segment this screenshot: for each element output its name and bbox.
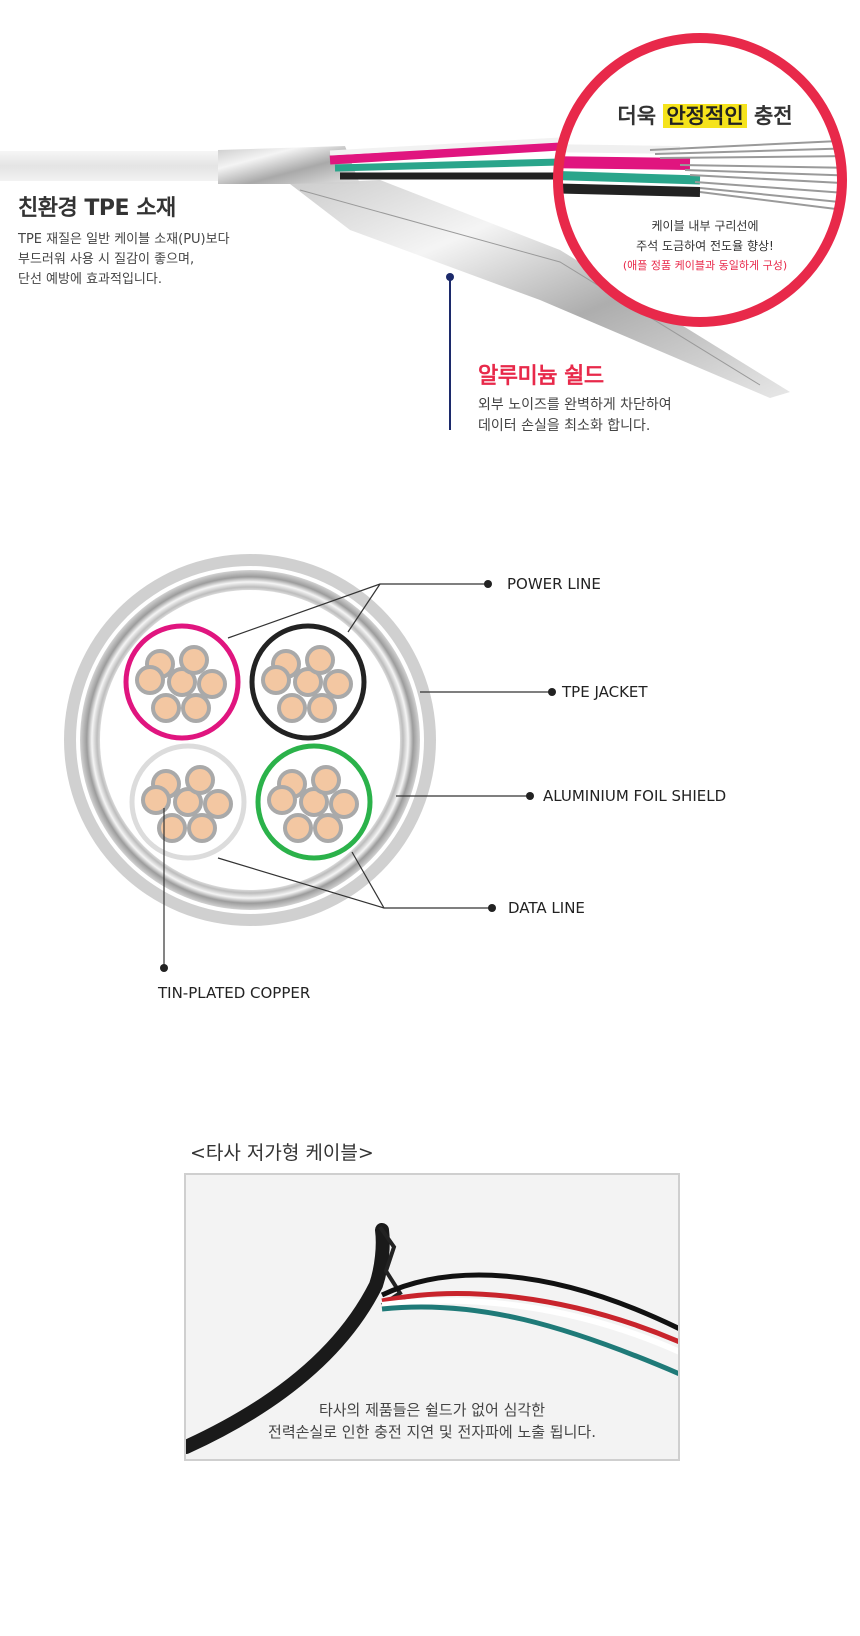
copper-strand [185, 765, 215, 795]
copper-strand [323, 669, 353, 699]
copper-strand [141, 785, 171, 815]
circle-desc-line: 케이블 내부 구리선에 [651, 219, 759, 233]
tpe-desc-line: 부드러워 사용 시 질감이 좋으며, [18, 252, 195, 267]
wire-white [381, 1297, 678, 1355]
circle-heading-highlight: 안정적인 [663, 104, 747, 128]
aluminium-title: 알루미늄 쉴드 [478, 364, 604, 389]
copper-strand [283, 813, 313, 843]
competitor-cable-illustration [186, 1223, 678, 1454]
circle-description: 케이블 내부 구리선에 주석 도금하여 전도율 향상! (애플 정품 케이블과 … [565, 216, 845, 276]
power-wire-black-bundle [249, 623, 367, 741]
foil-ribbon [290, 180, 790, 398]
tpe-desc-line: TPE 재질은 일반 케이블 소재(PU)보다 [18, 232, 230, 247]
copper-strand [197, 669, 227, 699]
copper-strand [187, 813, 217, 843]
wire-teal [381, 1304, 678, 1377]
data-wire-green-bundle [255, 743, 373, 861]
copper-strand [329, 789, 359, 819]
circle-heading-post: 충전 [753, 104, 793, 128]
label-tpe-jacket: TPE JACKET [562, 683, 648, 701]
label-power-line: POWER LINE [507, 575, 601, 593]
copper-strand [151, 693, 181, 723]
power-wire-magenta-bundle [123, 623, 241, 741]
magnify-circle-border [553, 33, 847, 327]
tpe-desc-line: 단선 예방에 효과적입니다. [18, 272, 162, 287]
copper-strand [181, 693, 211, 723]
label-data-line: DATA LINE [508, 899, 585, 917]
copper-strand [311, 765, 341, 795]
comparison-caption: 타사의 제품들은 쉴드가 없어 심각한 전력손실로 인한 충전 지연 및 전자파… [186, 1399, 678, 1443]
cross-section-diagram [64, 554, 556, 972]
copper-strand [261, 665, 291, 695]
copper-strand [307, 693, 337, 723]
wire-black [380, 1272, 678, 1331]
aluminium-desc-line: 외부 노이즈를 완벽하게 차단하여 [478, 397, 672, 413]
cable-illustration [0, 33, 847, 430]
competitor-cable-photo: 타사의 제품들은 쉴드가 없어 심각한 전력손실로 인한 충전 지연 및 전자파… [184, 1173, 680, 1461]
circle-heading-pre: 더욱 [617, 104, 657, 128]
circle-heading: 더욱 안정적인 충전 [565, 100, 845, 130]
aluminium-desc-line: 데이터 손실을 최소화 합니다. [478, 418, 651, 434]
tpe-title: 친환경 TPE 소재 [18, 196, 176, 221]
data-wire-white-bundle [129, 743, 247, 861]
copper-strand [135, 665, 165, 695]
wire-red [381, 1291, 678, 1345]
comparison-title: <타사 저가형 케이블> [190, 1142, 374, 1164]
circle-desc-line: 주석 도금하여 전도율 향상! [636, 239, 774, 253]
copper-strand [277, 693, 307, 723]
copper-strand [305, 645, 335, 675]
label-tin-plated-copper: TIN-PLATED COPPER [158, 984, 311, 1002]
copper-strand [179, 645, 209, 675]
tpe-description: TPE 재질은 일반 케이블 소재(PU)보다 부드러워 사용 시 질감이 좋으… [18, 230, 230, 290]
aluminium-leader-dot [446, 273, 454, 281]
copper-strand [203, 789, 233, 819]
aluminium-description: 외부 노이즈를 완벽하게 차단하여 데이터 손실을 최소화 합니다. [478, 395, 672, 437]
copper-strand [267, 785, 297, 815]
copper-strand [313, 813, 343, 843]
caption-line: 타사의 제품들은 쉴드가 없어 심각한 [318, 1401, 546, 1419]
tpe-jacket-segment [0, 151, 222, 181]
label-aluminium-foil-shield: ALUMINIUM FOIL SHIELD [543, 787, 727, 805]
circle-note: (애플 정품 케이블과 동일하게 구성) [622, 259, 788, 272]
foil-wrap [218, 146, 360, 184]
tpe-feature-section: 친환경 TPE 소재 TPE 재질은 일반 케이블 소재(PU)보다 부드러워 … [0, 0, 860, 440]
copper-strand [157, 813, 187, 843]
caption-line: 전력손실로 인한 충전 지연 및 전자파에 노출 됩니다. [268, 1423, 596, 1441]
